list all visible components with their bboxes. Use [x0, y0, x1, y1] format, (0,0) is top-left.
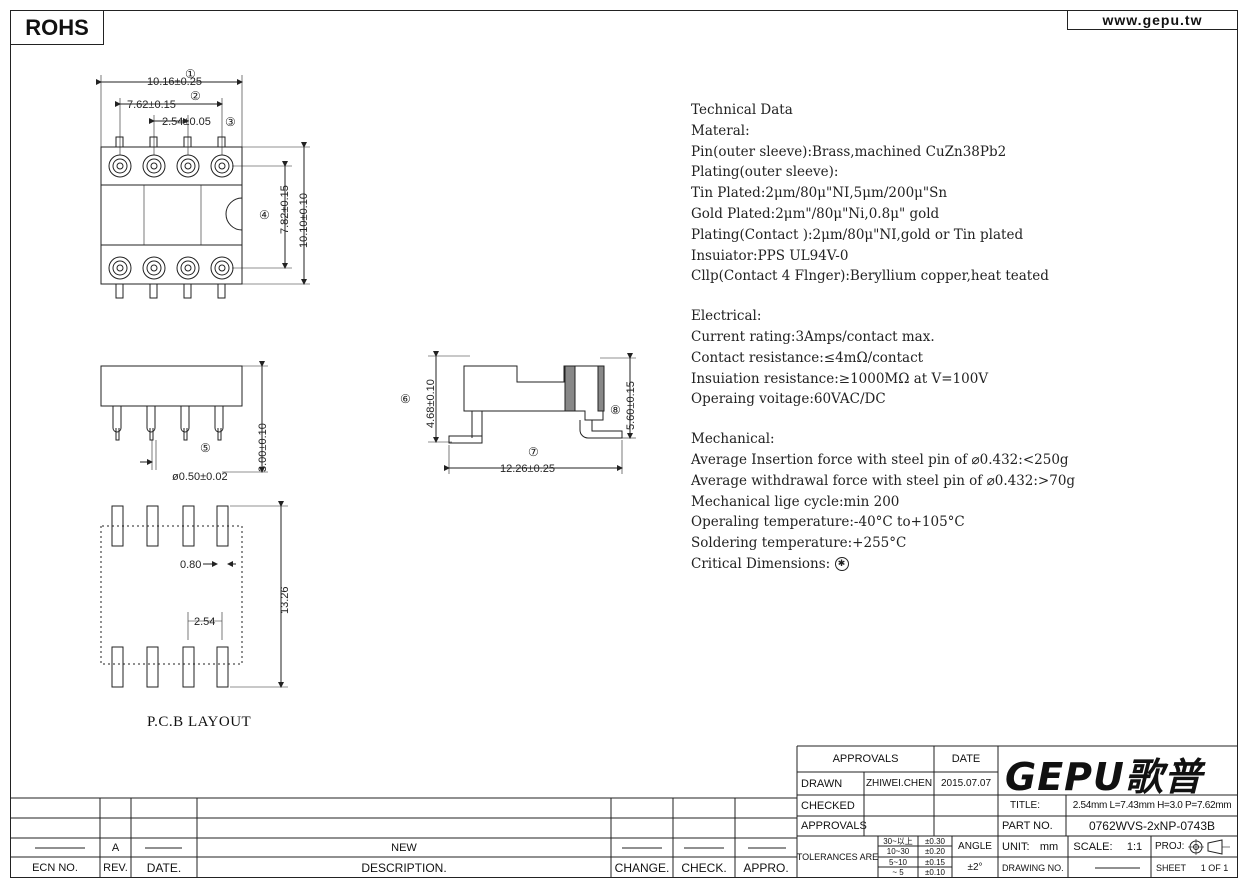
- approvals-label: APPROVALS: [801, 820, 867, 832]
- drawn-by: ZHIWEI.CHEN: [865, 778, 933, 789]
- sheet-value: 1 OF 1: [1200, 862, 1229, 873]
- tech-line: Technical Data: [691, 102, 793, 118]
- callout-5: ⑤: [200, 441, 211, 455]
- angle-label: ANGLE: [958, 841, 992, 852]
- dim-pitch: 2.54±0.05: [162, 116, 211, 128]
- top-row-contacts: [108, 154, 234, 178]
- tech-line: Electrical:: [691, 308, 762, 325]
- scale-value: 1:1: [1126, 840, 1143, 853]
- ecn-header: ECN NO.: [32, 861, 78, 874]
- tol-value: ±0.30: [925, 836, 945, 846]
- callout-1: ①: [185, 67, 196, 81]
- callout-8: ⑧: [610, 403, 621, 417]
- part-number: 0762WVS-2xNP-0743B: [1088, 819, 1216, 833]
- drawn-date: 2015.07.07: [940, 778, 992, 789]
- tech-line: Mechanical lige cycle:min 200: [691, 493, 900, 510]
- drawing-no-label: DRAWING NO.: [1002, 862, 1064, 873]
- callout-3: ③: [225, 115, 236, 129]
- dim-side-overall: 5.60±0.15: [625, 381, 637, 430]
- tech-line: Current rating:3Amps/contact max.: [691, 328, 935, 345]
- critical-dimensions: Critical Dimensions: ✱: [691, 554, 1231, 575]
- tech-line: Soldering temperature:+255°C: [691, 535, 907, 552]
- gepu-logo: GEPU歌普: [1005, 755, 1203, 799]
- unit-label: UNIT:: [1002, 840, 1030, 853]
- proj-label: PROJ:: [1155, 841, 1185, 852]
- tech-line: Operaing voitage:60VAC/DC: [691, 391, 886, 408]
- tol-value: ±0.10: [925, 868, 945, 877]
- title-label: TITLE:: [1010, 800, 1041, 811]
- angle-value: ±2°: [967, 862, 983, 873]
- rev-value: A: [111, 841, 120, 854]
- dim-height-782: 7.82±0.15: [279, 185, 291, 234]
- bottom-row-contacts: [108, 256, 234, 280]
- technical-data: Technical Data Materal: Pin(outer sleeve…: [691, 100, 1231, 575]
- callout-7: ⑦: [528, 445, 539, 459]
- callout-6: ⑥: [400, 392, 411, 406]
- tech-line: Pin(outer sleeve):Brass,machined CuZn38P…: [691, 143, 1007, 160]
- critical-mark-icon: ✱: [834, 557, 849, 572]
- title-value: 2.54mm L=7.43mm H=3.0 P=7.62mm: [1072, 800, 1232, 811]
- tech-line: Plating(outer sleeve):: [691, 164, 839, 181]
- tol-value: ±0.15: [925, 857, 945, 867]
- dim-pcb-hole: 0.80: [180, 559, 201, 571]
- dim-pcb-pitch: 2.54: [194, 616, 215, 628]
- tech-line: Cllp(Contact 4 Flnger):Beryllium copper,…: [691, 268, 1049, 285]
- callout-2: ②: [190, 89, 201, 103]
- tech-line: Average Insertion force with steel pin o…: [691, 451, 1069, 468]
- tech-line: Materal:: [691, 122, 750, 139]
- title-block-grid: [10, 745, 1238, 878]
- tolerances-label: TOLERANCES ARE: [796, 852, 879, 862]
- drawn-label: DRAWN: [801, 777, 843, 790]
- tech-line: Operaling temperature:-40°C to+105°C: [691, 514, 965, 531]
- website-link[interactable]: www.gepu.tw: [1067, 10, 1238, 30]
- front-view: [100, 361, 268, 473]
- tech-line: Tin Plated:2μm/80μ"NI,5μm/200μ"Sn: [691, 185, 948, 202]
- date-header: DATE: [951, 753, 981, 765]
- tol-range: 5~10: [888, 857, 908, 867]
- rev-header: REV.: [103, 861, 128, 874]
- approvals-header: APPROVALS: [832, 753, 899, 765]
- dim-side-height: 4.68±0.10: [425, 379, 437, 428]
- tol-range: 30~以上: [883, 836, 913, 846]
- pcb-layout-label: P.C.B LAYOUT: [147, 714, 252, 730]
- appro-header: APPRO.: [743, 860, 789, 875]
- tech-line: Insuiator:PPS UL94V-0: [691, 247, 849, 264]
- checked-label: CHECKED: [801, 799, 855, 812]
- side-view: [428, 351, 636, 474]
- tech-line: Plating(Contact ):2μm/80μ"NI,gold or Tin…: [691, 226, 1024, 243]
- tech-line: Mechanical:: [691, 431, 775, 448]
- dim-side-length: 12.26±0.25: [500, 463, 555, 475]
- projection-symbol: [1188, 839, 1230, 855]
- dim-tail-length: 3.00±0.10: [257, 423, 269, 472]
- callout-4: ④: [259, 208, 270, 222]
- tol-range: ~ 5: [892, 868, 904, 877]
- tech-line: Average withdrawal force with steel pin …: [691, 472, 1076, 489]
- drawing-frame: [10, 10, 1238, 878]
- dim-height-1010: 10.10±0.10: [298, 193, 310, 248]
- description-header: DESCRIPTION.: [361, 860, 447, 875]
- critical-label: Critical Dimensions:: [691, 555, 831, 572]
- top-view: [96, 75, 310, 299]
- tech-line: Gold Plated:2μm"/80μ"Ni,0.8μ" gold: [691, 205, 940, 222]
- part-label: PART NO.: [1002, 820, 1053, 832]
- pcb-layout: [100, 501, 288, 688]
- rohs-badge: ROHS: [10, 10, 104, 45]
- dim-pcb-height: 13.26: [279, 586, 291, 614]
- check-header: CHECK.: [681, 860, 727, 875]
- sheet-label: SHEET: [1155, 862, 1186, 873]
- tol-value: ±0.20: [925, 847, 945, 856]
- tech-line: Contact resistance:≤4mΩ/contact: [691, 349, 924, 366]
- dim-row-spacing: 7.62±0.15: [127, 99, 176, 111]
- scale-label: SCALE:: [1073, 840, 1113, 853]
- description-value: NEW: [391, 841, 417, 854]
- date-col-header: DATE.: [146, 860, 182, 875]
- dim-overall-width: 10.16±0.25: [147, 76, 202, 88]
- tech-line: Insuiation resistance:≥1000MΩ at V=100V: [691, 370, 989, 387]
- change-header: CHANGE.: [614, 860, 670, 875]
- tol-range: 10~30: [886, 847, 910, 856]
- unit-value: mm: [1039, 840, 1059, 853]
- dim-pin-dia: ø0.50±0.02: [172, 471, 228, 483]
